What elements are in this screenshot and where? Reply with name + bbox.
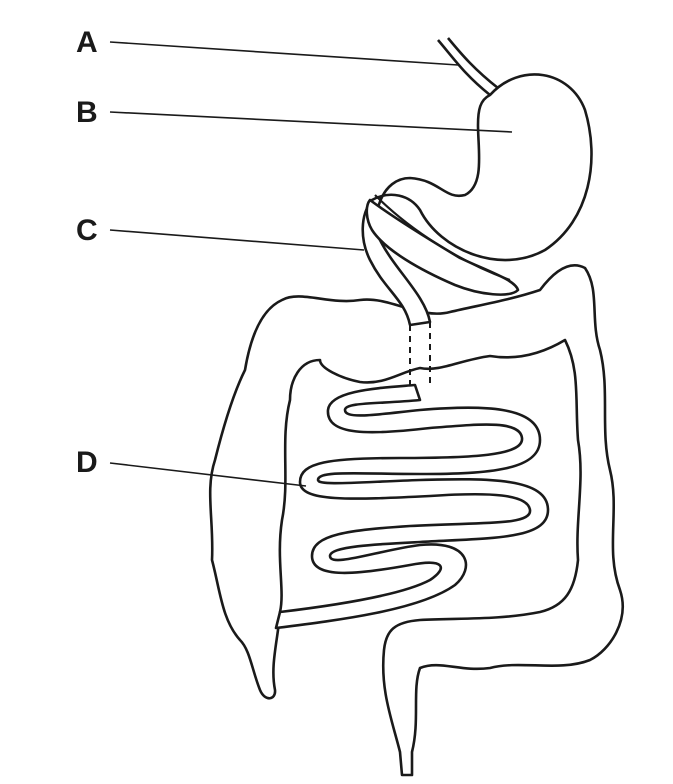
pointer-line-b [109,111,513,133]
label-a: A [76,26,98,59]
label-d: D [76,446,98,479]
pointer-line-d [109,462,307,487]
small-intestine [274,383,550,630]
duodenum-dashed [409,322,431,385]
large-intestine [208,263,624,777]
label-b: B [76,96,98,129]
pointer-line-c [109,229,365,251]
stomach [361,73,593,327]
pointer-line-a [109,41,459,66]
label-c: C [76,214,98,247]
oesophagus [437,37,499,97]
